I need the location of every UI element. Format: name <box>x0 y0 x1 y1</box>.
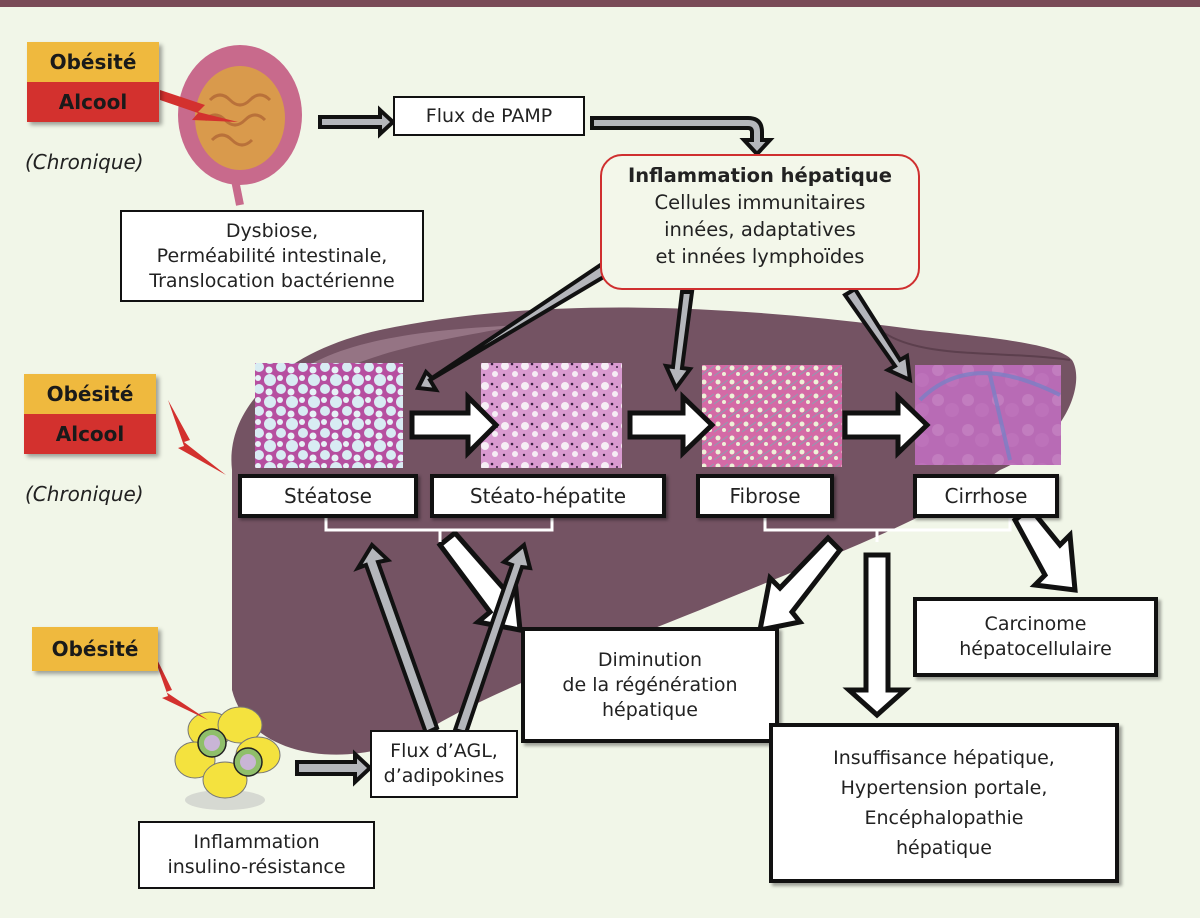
histology-cirrhosis <box>915 365 1061 465</box>
factor-alcohol: Alcool <box>27 82 159 122</box>
inflammation-title: Inflammation hépatique <box>628 164 892 187</box>
histology-steatohepatitis <box>481 363 622 468</box>
stage-steatosis: Stéatose <box>238 474 418 518</box>
stage-cirrhosis: Cirrhose <box>913 474 1059 518</box>
liver-failure-box: Insuffisance hépatique, Hypertension por… <box>769 723 1119 883</box>
factor-obesity: Obésité <box>32 627 158 671</box>
text-line: hépatique <box>602 698 698 721</box>
adipose-inflammation-box: Inflammation insulino-résistance <box>138 821 375 889</box>
stage-bracket <box>324 518 554 542</box>
text-line: Flux d’AGL, <box>390 740 498 762</box>
agl-adipokine-flux-box: Flux d’AGL, d’adipokines <box>370 730 518 798</box>
factor-obesity: Obésité <box>27 42 159 82</box>
flow-arrow <box>842 286 913 384</box>
outcome-arrow <box>756 534 844 634</box>
adipocyte-cluster-illustration <box>174 706 281 810</box>
progression-arrow <box>842 391 931 459</box>
factor-alcohol: Alcool <box>24 414 156 454</box>
lightning-bolt-icon <box>168 400 226 475</box>
flow-arrow <box>452 541 533 736</box>
chronic-note: (Chronique) <box>25 482 144 506</box>
text-line: Insuffisance hépatique, <box>833 747 1055 769</box>
outcome-arrow <box>1011 504 1078 593</box>
gut-dysbiosis-box: Dysbiose, Perméabilité intestinale, Tran… <box>120 210 424 302</box>
flow-arrow <box>353 541 440 736</box>
risk-factors-gut: Obésité Alcool <box>27 42 159 122</box>
text-line: Diminution <box>597 648 703 671</box>
text-line: Encéphalopathie <box>864 807 1024 829</box>
flow-arrow <box>590 116 775 157</box>
stage-fibrosis: Fibrose <box>696 474 834 518</box>
lightning-bolt-icon <box>160 90 238 122</box>
text-line: insulino-résistance <box>167 856 346 878</box>
liver-lobe-line <box>879 329 1071 361</box>
text-line: de la régénération <box>562 673 738 696</box>
outcome-arrow <box>842 552 912 719</box>
text-line: hépatique <box>896 837 992 859</box>
text-line: Cellules immunitaires <box>654 191 866 214</box>
factor-obesity: Obésité <box>24 374 156 414</box>
flow-arrow <box>662 290 695 392</box>
text-line: d’adipokines <box>383 765 505 787</box>
risk-factors-liver: Obésité Alcool <box>24 374 156 454</box>
regeneration-decrease-box: Diminution de la régénération hépatique <box>521 627 779 743</box>
text-line: Perméabilité intestinale, <box>156 244 388 267</box>
text-line: et innées lymphoïdes <box>655 245 865 268</box>
flow-arrow <box>295 749 373 787</box>
flow-arrow <box>414 259 615 393</box>
progression-arrow <box>627 391 716 459</box>
pamp-flux-box: Flux de PAMP <box>393 96 585 136</box>
stage-bracket <box>763 518 1012 542</box>
text-line: Translocation bactérienne <box>149 269 395 292</box>
lightning-bolt-icon <box>150 645 208 720</box>
top-border-bar <box>0 0 1200 7</box>
hepatocellular-carcinoma-box: Carcinome hépatocellulaire <box>913 597 1158 677</box>
histology-fibrosis <box>702 365 842 467</box>
intestine-illustration <box>178 45 302 206</box>
histology-steatosis <box>255 363 403 468</box>
hepatic-inflammation-box: Inflammation hépatique Cellules immunita… <box>600 154 920 290</box>
text-line: Carcinome <box>984 613 1087 635</box>
text-line: hépatocellulaire <box>959 638 1112 660</box>
chronic-note: (Chronique) <box>25 150 144 174</box>
stage-steatohepatitis: Stéato-hépatite <box>430 474 666 518</box>
text-line: innées, adaptatives <box>664 218 856 241</box>
risk-factors-adipose: Obésité <box>32 627 158 671</box>
text-line: Dysbiose, <box>225 219 319 242</box>
text-line: Hypertension portale, <box>840 777 1048 799</box>
flow-arrow <box>318 105 396 139</box>
progression-arrow <box>409 390 500 460</box>
text-line: Inflammation <box>193 831 320 853</box>
